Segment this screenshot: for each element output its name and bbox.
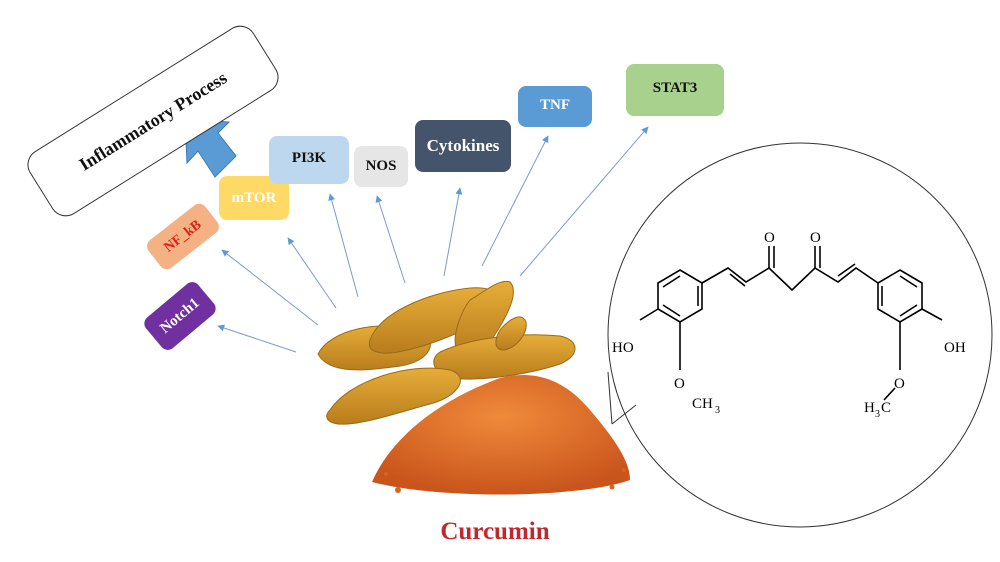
target-arrows [217, 126, 649, 353]
structure-callout [607, 142, 993, 528]
nos-box: NOS [354, 146, 408, 187]
methoxy-left-sub: 3 [715, 405, 720, 416]
methoxy-right-c: C [881, 400, 891, 416]
methoxy-right-h: H [864, 400, 875, 416]
pi3k-label: PI3K [291, 149, 327, 166]
cytokines-label: Cytokines [426, 136, 500, 155]
tnf-label: TNF [540, 96, 570, 113]
arrow-to-nfkb [221, 249, 319, 326]
left-benzene-ring [657, 269, 703, 323]
turmeric-image [317, 280, 630, 495]
arrow-to-cytokines [443, 187, 463, 277]
curcumin-title: Curcumin [440, 518, 550, 545]
arrow-to-tnf [481, 135, 549, 267]
hydroxyl-left-label: HO [612, 340, 634, 356]
stat3-box: STAT3 [626, 64, 724, 116]
mtor-label: mTOR [231, 189, 277, 206]
arrow-to-notch1 [217, 324, 297, 353]
arrow-to-mtor [287, 237, 337, 309]
methoxy-left-ch: CH [692, 396, 713, 412]
arrow-to-nos [375, 195, 406, 284]
nos-label: NOS [365, 158, 397, 174]
structure-labels: O O HO OH O CH 3 O H 3 C [612, 230, 966, 420]
cytokines-box: Cytokines [415, 120, 511, 172]
methoxy-right-o: O [894, 376, 905, 392]
magnifier-circle [607, 142, 993, 528]
tnf-box: TNF [518, 86, 592, 127]
arrow-to-pi3k [328, 193, 359, 298]
oxo-right-label: O [810, 230, 821, 246]
stat3-label: STAT3 [652, 79, 698, 96]
methoxy-left-o: O [674, 376, 685, 392]
curcumin-structure [639, 246, 943, 401]
methoxy-right-sub: 3 [875, 409, 880, 420]
pi3k-box: PI3K [269, 136, 349, 184]
right-benzene-ring [877, 269, 923, 323]
oxo-left-label: O [764, 230, 775, 246]
arrow-to-stat3 [519, 126, 649, 277]
hydroxyl-right-label: OH [944, 340, 966, 356]
